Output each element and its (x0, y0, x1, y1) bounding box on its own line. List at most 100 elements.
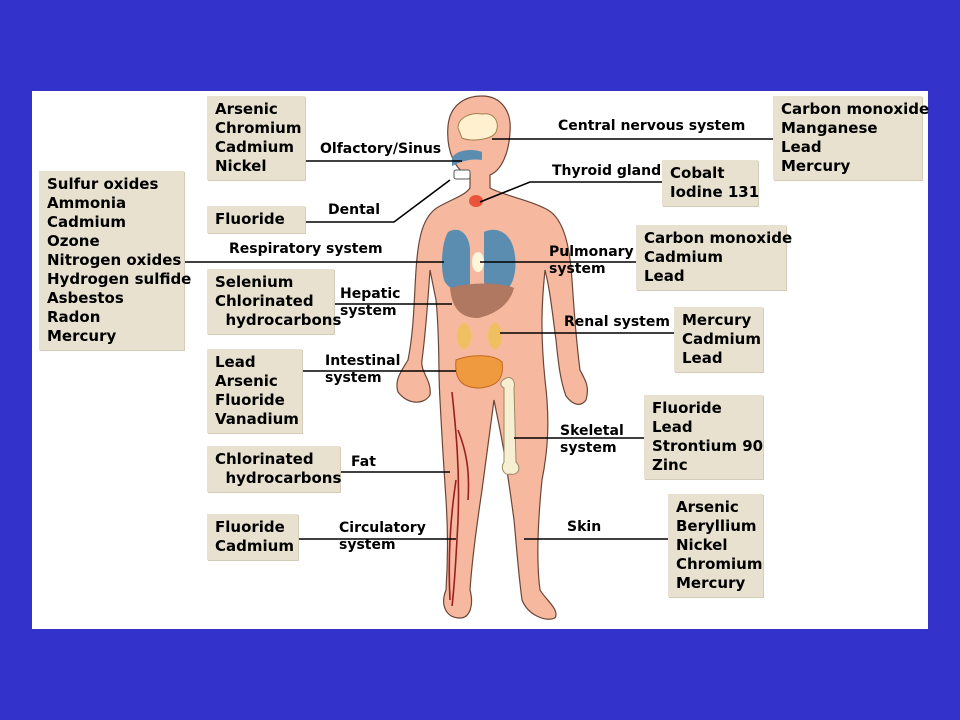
thyroid-icon (469, 195, 483, 207)
box-line: Mercury (47, 327, 117, 345)
teeth-icon (453, 169, 471, 180)
label-line: Skeletal (560, 423, 624, 439)
left-lung-icon (441, 229, 470, 291)
skeletal-toxins-box: Fluoride Lead Strontium 90 Zinc (644, 395, 763, 479)
connector-lines (184, 138, 773, 540)
box-line: Hydrogen sulfide (47, 270, 192, 288)
box-line: Strontium 90 (652, 437, 764, 455)
box-line: Radon (47, 308, 101, 326)
pulmonary-toxins-box: Carbon monoxide Cadmium Lead (636, 225, 793, 290)
label-line: Intestinal (325, 353, 401, 369)
box-line: Cadmium (644, 248, 723, 266)
box-line: Carbon monoxide (644, 229, 793, 247)
respiratory-label: Respiratory system (229, 241, 383, 258)
skeletal-label: Skeletal system (560, 423, 624, 457)
label-line: Circulatory (339, 520, 426, 536)
left-kidney-icon (457, 323, 471, 349)
label-line: system (549, 261, 606, 277)
thyroid-toxins-box: Cobalt Iodine 131 (662, 160, 760, 206)
right-kidney-icon (488, 323, 502, 349)
thyroid-label: Thyroid gland (552, 163, 661, 180)
box-line: Mercury (676, 574, 746, 592)
box-line: Manganese (781, 119, 878, 137)
box-line: Cobalt (670, 164, 725, 182)
box-line: Vanadium (215, 410, 299, 428)
box-line: Lead (781, 138, 822, 156)
label-line: system (560, 440, 617, 456)
brain-icon (457, 113, 498, 141)
box-line: Fluoride (215, 391, 285, 409)
label-line: Respiratory system (229, 241, 383, 257)
skin-toxins-box: Arsenic Beryllium Nickel Chromium Mercur… (668, 494, 763, 597)
label-line: Central nervous system (558, 118, 746, 134)
box-line: Lead (215, 353, 256, 371)
label-line: Fat (351, 454, 376, 470)
box-line: Zinc (652, 456, 688, 474)
box-line: Cadmium (47, 213, 126, 231)
hepatic-toxins-box: Selenium Chlorinated hydrocarbons (207, 269, 342, 334)
box-line: Chromium (676, 555, 763, 573)
box-line: Ammonia (47, 194, 127, 212)
box-line: Nitrogen oxides (47, 251, 182, 269)
label-line: Renal system (564, 314, 670, 330)
right-lung-icon (484, 229, 516, 293)
box-line: Cadmium (215, 537, 294, 555)
label-line: Pulmonary (549, 244, 634, 260)
box-line: Mercury (682, 311, 752, 329)
olfactory-label: Olfactory/Sinus (320, 141, 441, 158)
heart-icon (472, 252, 484, 272)
box-line: hydrocarbons (215, 469, 342, 487)
box-line: Cadmium (682, 330, 761, 348)
liver-icon (450, 283, 514, 318)
box-line: Nickel (215, 157, 267, 175)
hepatic-label: Hepatic system (340, 286, 400, 320)
box-line: Nickel (676, 536, 728, 554)
circulatory-label: Circulatory system (339, 520, 426, 554)
skin-label: Skin (567, 519, 601, 536)
sinus-icon (452, 150, 482, 166)
femur-bone-icon (500, 377, 520, 475)
label-line: system (340, 303, 397, 319)
box-line: Lead (644, 267, 685, 285)
box-line: hydrocarbons (215, 311, 342, 329)
label-line: Dental (328, 202, 381, 218)
box-line: Mercury (781, 157, 851, 175)
box-line: Selenium (215, 273, 294, 291)
blood-vessels-icon (448, 391, 470, 607)
box-line: Arsenic (215, 100, 278, 118)
fat-toxins-box: Chlorinated hydrocarbons (207, 446, 342, 492)
label-line: Skin (567, 519, 602, 535)
box-line: Chromium (215, 119, 302, 137)
box-line: Arsenic (676, 498, 739, 516)
respiratory-toxins-box: Sulfur oxides Ammonia Cadmium Ozone Nitr… (39, 171, 192, 350)
box-line: Chlorinated (215, 292, 314, 310)
intestinal-toxins-box: Lead Arsenic Fluoride Vanadium (207, 349, 302, 433)
cns-label: Central nervous system (558, 118, 745, 135)
box-line: Beryllium (676, 517, 757, 535)
label-line: system (339, 537, 396, 553)
fat-label: Fat (351, 454, 376, 471)
cns-toxins-box: Carbon monoxide Manganese Lead Mercury (773, 96, 930, 180)
box-line: Fluoride (652, 399, 722, 417)
label-line: Olfactory/Sinus (320, 141, 442, 157)
box-line: Ozone (47, 232, 100, 250)
renal-toxins-box: Mercury Cadmium Lead (674, 307, 763, 372)
box-line: Fluoride (215, 210, 285, 228)
intestinal-label: Intestinal system (325, 353, 400, 387)
intestine-icon (455, 355, 503, 389)
dental-label: Dental (328, 202, 380, 219)
label-line: Thyroid gland (552, 163, 662, 179)
box-line: Asbestos (47, 289, 124, 307)
circulatory-toxins-box: Fluoride Cadmium (207, 514, 298, 560)
box-line: Chlorinated (215, 450, 314, 468)
label-line: Hepatic (340, 286, 401, 302)
box-line: Lead (682, 349, 723, 367)
box-line: Iodine 131 (670, 183, 760, 201)
renal-label: Renal system (564, 314, 670, 331)
olfactory-toxins-box: Arsenic Chromium Cadmium Nickel (207, 96, 305, 180)
box-line: Carbon monoxide (781, 100, 930, 118)
box-line: Sulfur oxides (47, 175, 159, 193)
dental-toxins-box: Fluoride (207, 206, 305, 233)
label-line: system (325, 370, 382, 386)
